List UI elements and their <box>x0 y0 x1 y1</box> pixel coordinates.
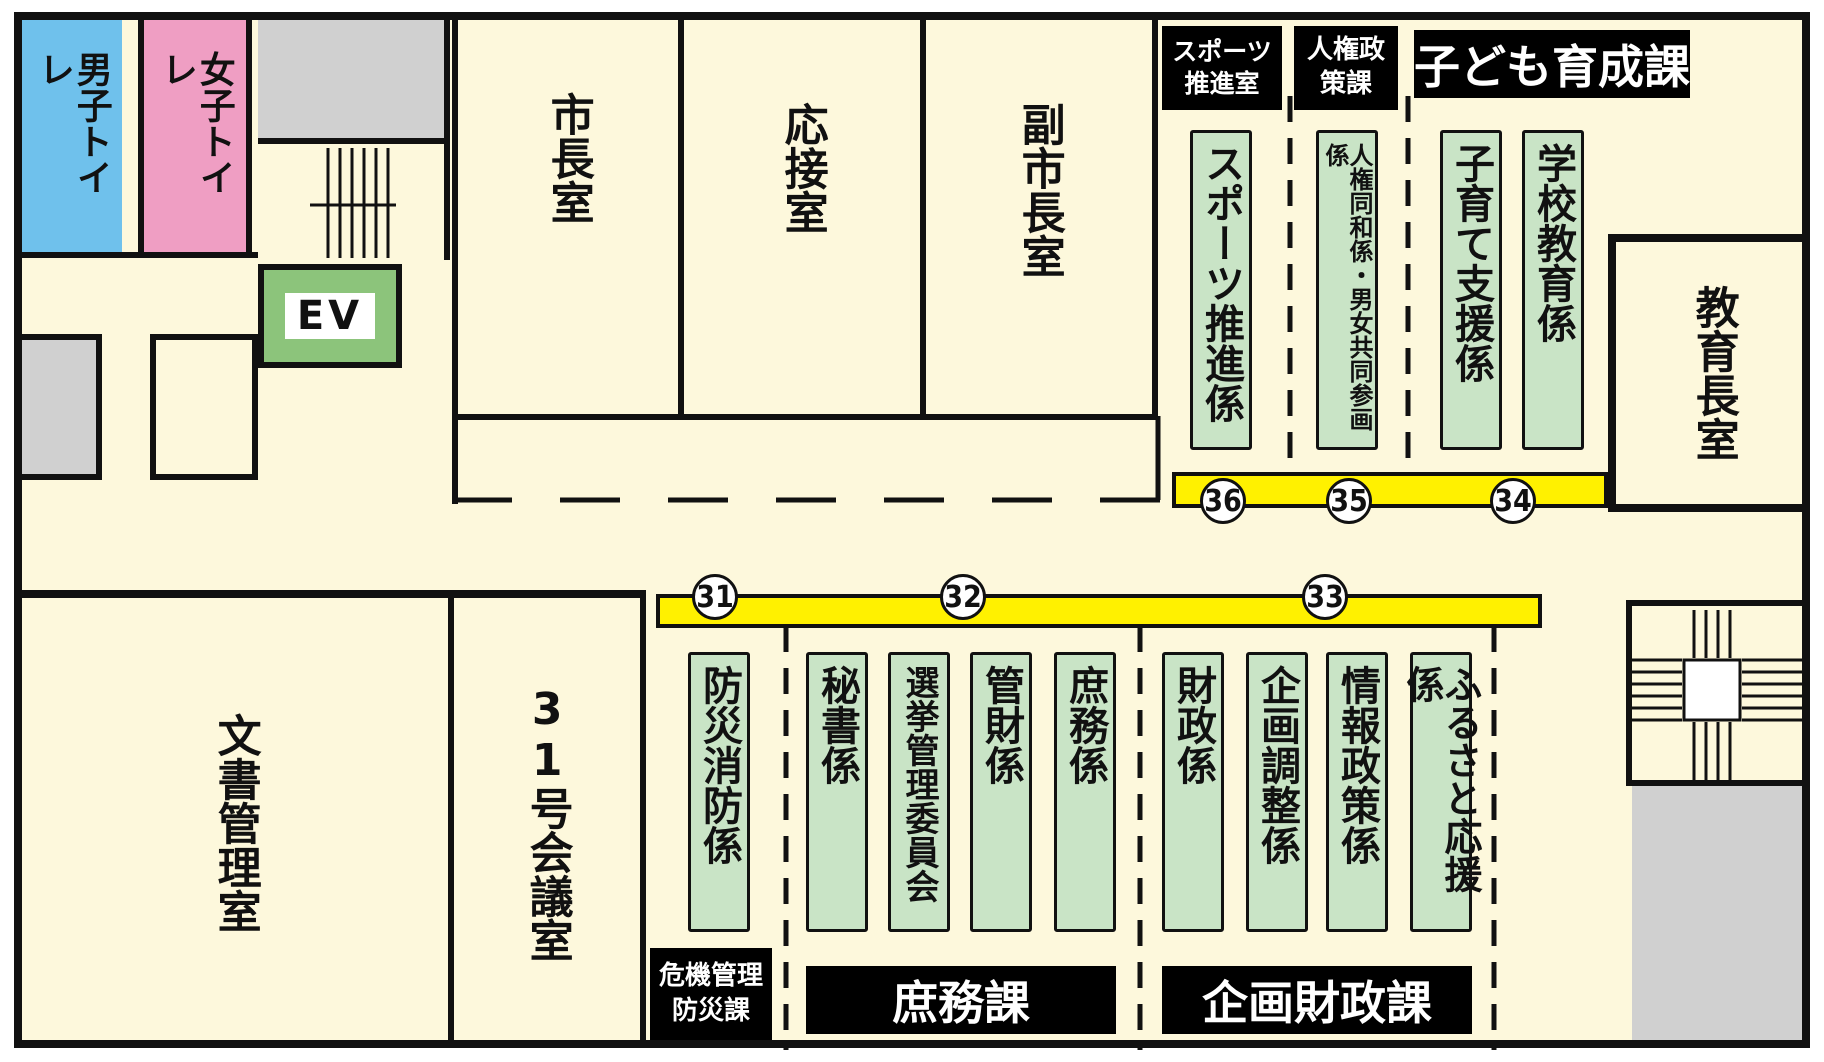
desk-election: 選挙管理委員会 <box>888 652 950 932</box>
desk-finance: 財政係 <box>1162 652 1224 932</box>
elevator-label: EV <box>284 293 376 339</box>
desk-disaster-fire: 防災消防係 <box>688 652 750 932</box>
desk-disaster-fire-label: 防災消防係 <box>696 665 742 865</box>
document-management-room: 文書管理室 <box>22 590 454 1048</box>
office-partitions-top <box>1287 96 1411 480</box>
stairs-right-lines <box>1632 610 1810 780</box>
desk-hometown-label: ふるさと応援係 <box>1400 665 1482 893</box>
desk-planning: 企画調整係 <box>1246 652 1308 932</box>
restroom-wall <box>22 252 258 258</box>
stairs-top <box>258 144 450 260</box>
children-dept-label: 子ども育成課 <box>1414 40 1690 94</box>
office-partitions-bottom <box>783 626 1497 1050</box>
counter-bottom <box>656 594 1542 628</box>
mens-restroom: 男子トイレ <box>22 20 122 252</box>
storage-left <box>22 334 102 480</box>
closet-room <box>150 334 258 480</box>
desk-planning-label: 企画調整係 <box>1254 665 1300 865</box>
desk-sports-promotion-label: スポーツ推進係 <box>1198 143 1244 423</box>
general-affairs-dept-header: 庶務課 <box>806 966 1116 1034</box>
counter-number-36: 36 <box>1200 478 1246 524</box>
desk-human-rights: 人権同和係・男女共同参画係 <box>1316 130 1378 450</box>
desk-election-label: 選挙管理委員会 <box>899 665 939 903</box>
storage-bottom-right <box>1632 786 1802 1040</box>
womens-restroom: 女子トイレ <box>138 20 252 252</box>
mayor-room: 市長室 <box>452 20 684 420</box>
education-superintendent-room: 教育長室 <box>1608 234 1810 512</box>
counter-number-35: 35 <box>1326 478 1372 524</box>
desk-general: 庶務係 <box>1054 652 1116 932</box>
human-rights-dept-label: 人権政策課 <box>1306 35 1385 99</box>
crisis-dept-header: 危機管理防災課 <box>650 948 772 1040</box>
counter-number-33: 33 <box>1302 574 1348 620</box>
education-superintendent-label: 教育長室 <box>1687 285 1739 461</box>
elevator: EV <box>258 264 402 368</box>
desk-property: 管財係 <box>970 652 1032 932</box>
storage-top <box>258 20 450 144</box>
desk-school-education-label: 学校教育係 <box>1530 143 1576 343</box>
desk-hometown: ふるさと応援係 <box>1400 652 1482 932</box>
planning-finance-dept-header: 企画財政課 <box>1162 966 1472 1034</box>
vice-mayor-room-label: 副市長室 <box>1013 102 1065 278</box>
vice-mayor-room: 副市長室 <box>926 20 1158 420</box>
desk-information: 情報政策係 <box>1326 652 1388 932</box>
crisis-dept-label: 危機管理防災課 <box>658 960 763 1026</box>
mens-restroom-label: 男子トイレ <box>33 51 112 195</box>
counter-number-34: 34 <box>1490 478 1536 524</box>
desk-childcare-support: 子育て支援係 <box>1440 130 1502 450</box>
desk-information-label: 情報政策係 <box>1334 665 1380 865</box>
womens-restroom-label: 女子トイレ <box>156 51 235 195</box>
desk-childcare-support-label: 子育て支援係 <box>1448 143 1494 383</box>
planning-finance-dept-label: 企画財政課 <box>1202 976 1432 1030</box>
meeting-room-31: 31号会議室 <box>454 590 646 1048</box>
stairs-top-lines <box>310 148 396 258</box>
document-management-label: 文書管理室 <box>209 713 261 933</box>
general-affairs-dept-label: 庶務課 <box>892 976 1030 1030</box>
meeting-room-31-label: 31号会議室 <box>521 684 573 962</box>
corridor-partition <box>452 416 1164 503</box>
desk-finance-label: 財政係 <box>1170 665 1216 785</box>
counter-number-31: 31 <box>692 574 738 620</box>
human-rights-dept-header: 人権政策課 <box>1294 26 1398 110</box>
desk-sports-promotion: スポーツ推進係 <box>1190 130 1252 450</box>
stairs-right <box>1626 600 1810 786</box>
children-dept-header: 子ども育成課 <box>1414 30 1690 98</box>
reception-room: 応接室 <box>684 20 926 420</box>
desk-secretary-label: 秘書係 <box>814 665 860 785</box>
reception-room-label: 応接室 <box>776 102 828 234</box>
sports-dept-label: スポーツ推進室 <box>1172 36 1272 99</box>
desk-property-label: 管財係 <box>978 665 1024 785</box>
mayor-room-label: 市長室 <box>542 92 594 224</box>
counter-number-32: 32 <box>940 574 986 620</box>
desk-general-label: 庶務係 <box>1062 665 1108 785</box>
sports-dept-header: スポーツ推進室 <box>1162 26 1282 110</box>
desk-school-education: 学校教育係 <box>1522 130 1584 450</box>
desk-human-rights-label: 人権同和係・男女共同参画係 <box>1321 143 1373 431</box>
desk-secretary: 秘書係 <box>806 652 868 932</box>
